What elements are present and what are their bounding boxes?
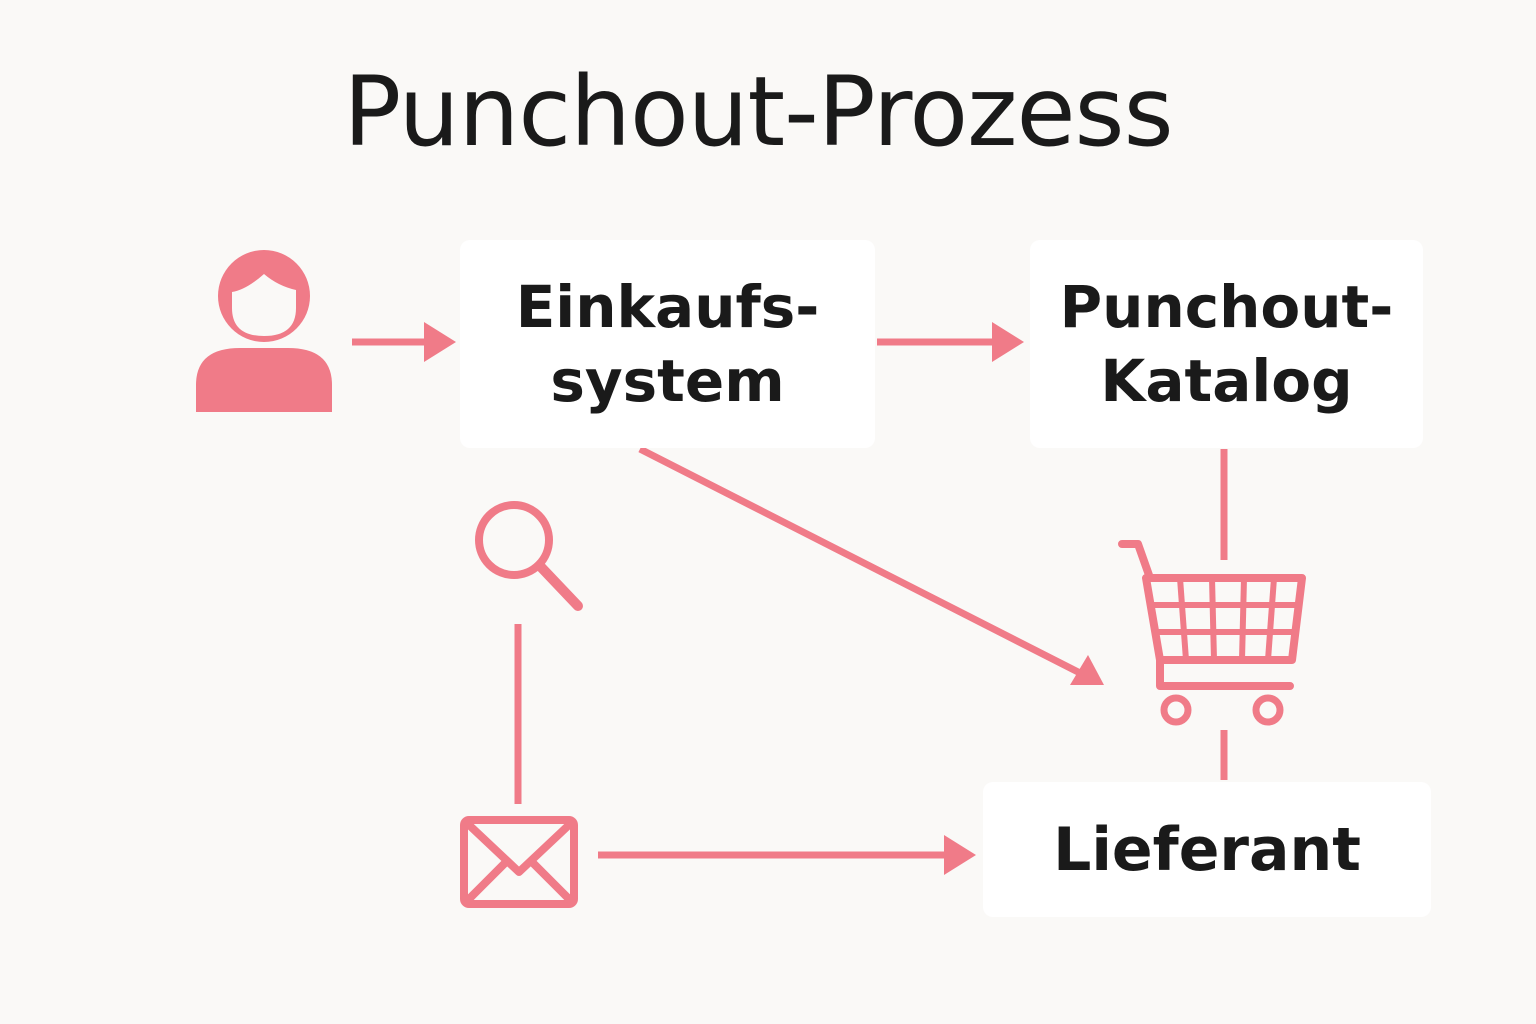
node-einkaufssystem-line2: system [550, 347, 785, 415]
magnifier-icon [475, 501, 583, 611]
page-title: Punchout-Prozess [343, 56, 1173, 168]
shopping-cart-icon [1118, 540, 1306, 726]
node-punchout-katalog-line2: Katalog [1100, 347, 1353, 415]
node-lieferant-label: Lieferant [1053, 814, 1361, 885]
node-einkaufssystem: Einkaufs- system [460, 240, 875, 448]
node-lieferant: Lieferant [983, 782, 1431, 917]
user-icon [196, 250, 332, 412]
node-punchout-katalog: Punchout- Katalog [1030, 240, 1423, 448]
connector-mail-to-lieferant [598, 835, 976, 875]
connector-user-to-einkaufssystem [352, 322, 456, 362]
connector-einkaufssystem-to-cart [638, 445, 1104, 685]
envelope-icon [460, 816, 578, 908]
connector-einkaufssystem-to-katalog [877, 322, 1024, 362]
node-punchout-katalog-line1: Punchout- [1059, 273, 1394, 341]
node-einkaufssystem-line1: Einkaufs- [515, 273, 820, 341]
